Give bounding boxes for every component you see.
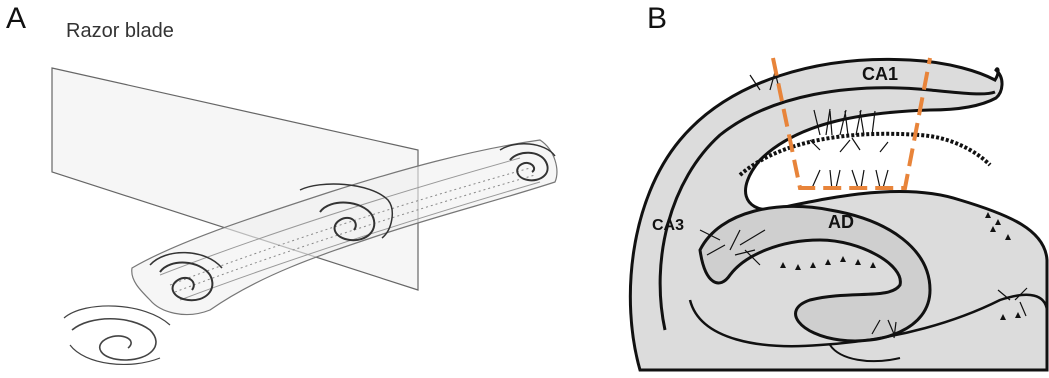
ad-label: AD — [828, 212, 854, 232]
separated-slice — [64, 306, 170, 365]
ca1-label: CA1 — [862, 64, 898, 84]
panel-a-illustration — [52, 68, 557, 364]
ca3-label: CA3 — [652, 217, 684, 234]
panel-b-illustration: CA1 CA3 AD — [630, 58, 1047, 370]
